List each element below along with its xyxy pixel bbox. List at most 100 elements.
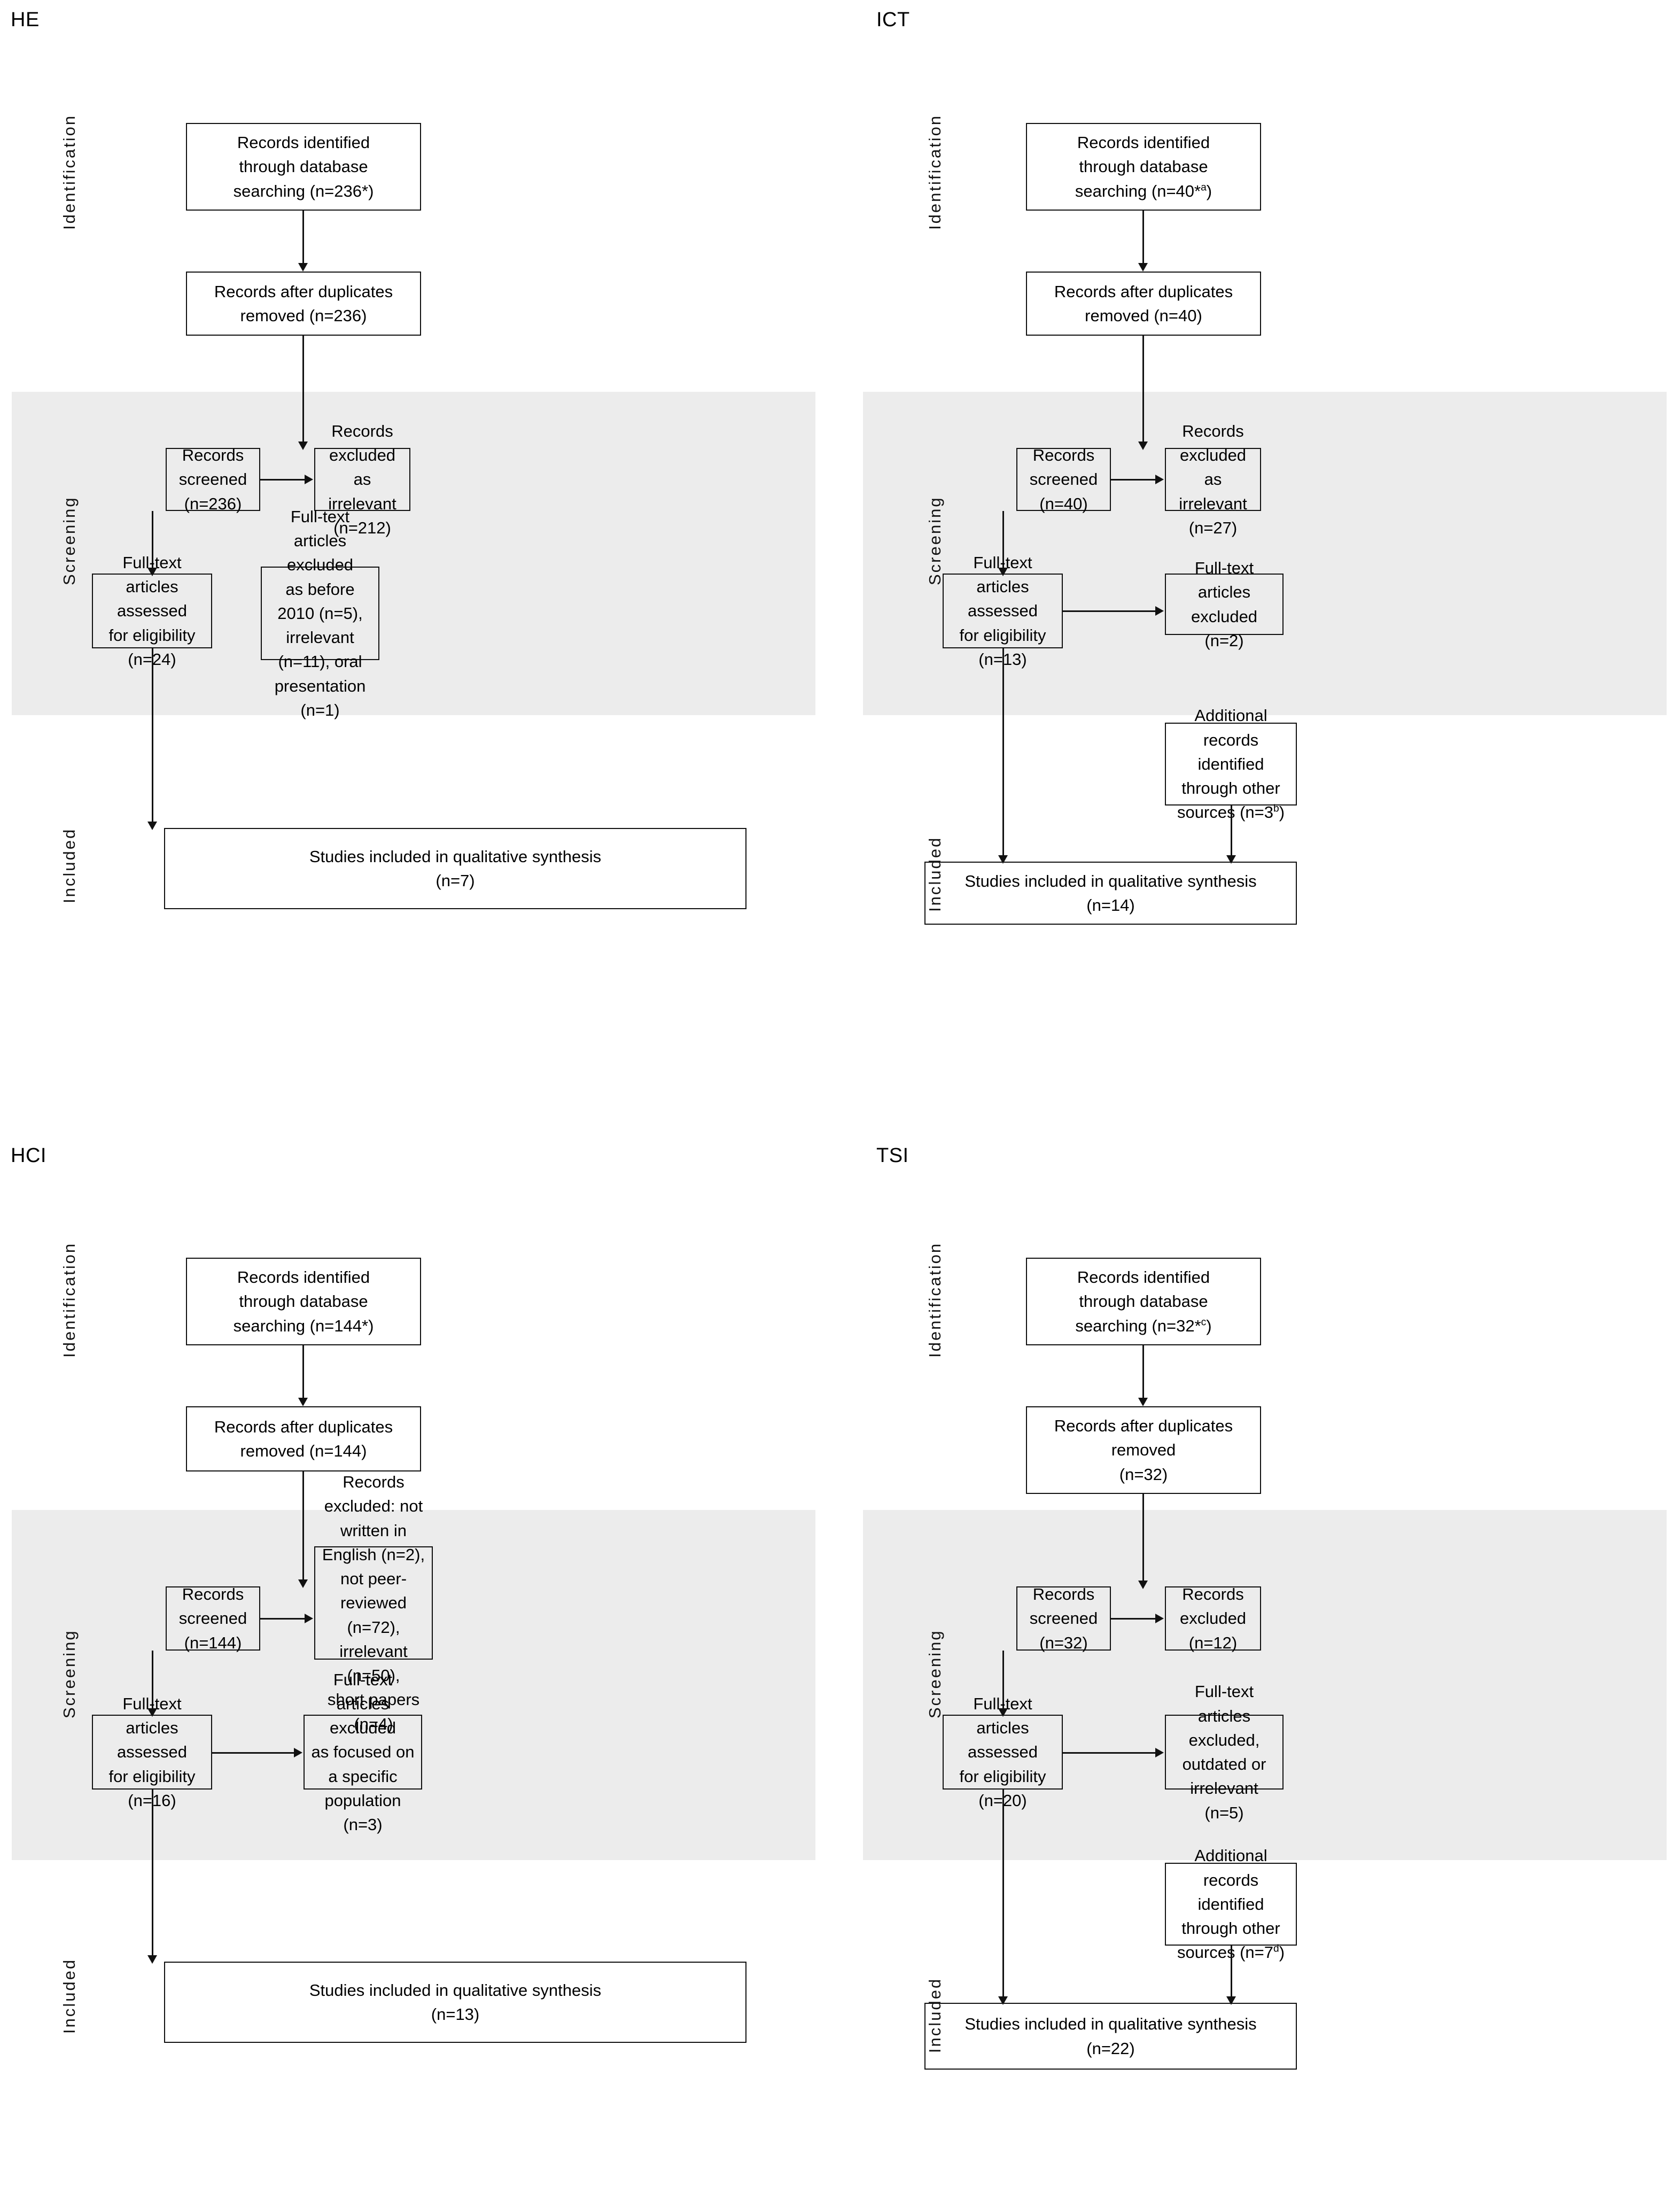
arrowhead-down-icon	[147, 822, 157, 830]
box-line: removed	[1111, 1440, 1176, 1460]
panel-he: HE Identification Screening Included Rec…	[0, 0, 840, 1056]
panel-title-he: HE	[11, 9, 40, 31]
box-line: (n=40)	[1039, 494, 1088, 513]
connector-identified-to-dedup-tsi	[1142, 1345, 1144, 1404]
box-line: Records screened	[1029, 1585, 1098, 1628]
box-line: Studies included in qualitative synthesi…	[309, 1980, 602, 2000]
box-line: (n=236)	[184, 494, 242, 513]
footnote-marker: d	[1273, 1943, 1279, 1955]
stage-label-screening-ict: Screening	[925, 496, 944, 585]
box-line: Full-text articles excluded	[1191, 559, 1258, 626]
box-line-with-sup: sources (n=3b)	[1177, 803, 1285, 822]
box-line-with-sup: sources (n=7d)	[1177, 1943, 1285, 1962]
box-line: (n=14)	[1086, 896, 1135, 915]
box-line: searching (n=144*)	[233, 1316, 374, 1335]
arrowhead-down-icon	[298, 263, 308, 272]
box-fulltext-assessed-he: Full-text articles assessed for eligibil…	[92, 553, 212, 669]
arrowhead-right-icon	[294, 1748, 302, 1757]
arrowhead-down-icon	[298, 1579, 308, 1588]
box-line: Records identified	[1077, 1268, 1210, 1287]
box-additional-records-tsi: Additional records identified through ot…	[1165, 1846, 1297, 1962]
box-line: Records excluded	[1179, 1585, 1247, 1628]
box-line: Full-text articles excluded	[286, 507, 354, 575]
arrowhead-right-icon	[305, 1614, 313, 1623]
box-line: Full-text articles excluded	[329, 1670, 396, 1738]
box-line: Records excluded as	[1179, 421, 1247, 489]
box-line: (n=12)	[1188, 1633, 1238, 1652]
box-line: Full-text articles assessed	[968, 1694, 1038, 1762]
arrowhead-right-icon	[1155, 606, 1164, 616]
arrowhead-down-icon	[147, 1955, 157, 1964]
connector-identified-to-dedup-hci	[302, 1345, 304, 1404]
connector-dedup-to-screened-ict	[1142, 336, 1144, 448]
stage-label-identification-ict: Identification	[925, 114, 944, 230]
box-fulltext-excluded-he: Full-text articles excluded as before 20…	[261, 507, 379, 719]
stage-label-screening-hci: Screening	[60, 1629, 79, 1718]
box-line: removed (n=144)	[240, 1442, 367, 1460]
panel-ict: ICT Identification Screening Included Re…	[840, 0, 1680, 1056]
box-line: Records after duplicates	[214, 1417, 393, 1436]
box-line: (n=13)	[431, 2005, 480, 2024]
box-line: Records after duplicates	[1054, 282, 1233, 301]
box-line: through database	[239, 157, 368, 176]
connector-dedup-to-screened-he	[302, 336, 304, 448]
box-line: removed (n=40)	[1085, 306, 1202, 325]
box-records-screened-ict: Records screened (n=40)	[1016, 446, 1111, 513]
connector-screened-to-excluded-he	[260, 479, 306, 481]
box-included-studies-hci: Studies included in qualitative synthesi…	[164, 1962, 746, 2043]
box-records-screened-hci: Records screened (n=144)	[166, 1585, 260, 1652]
box-records-after-duplicates-he: Records after duplicates removed (n=236)	[186, 272, 421, 336]
box-line: (n=22)	[1086, 2039, 1135, 2058]
stage-label-screening-tsi: Screening	[925, 1629, 944, 1718]
connector-fulltext-to-excluded-ict	[1063, 610, 1157, 612]
panel-title-hci: HCI	[11, 1144, 46, 1167]
box-additional-records-ict: Additional records identified through ot…	[1165, 706, 1297, 822]
box-line: (n=7)	[435, 871, 475, 890]
connector-fulltext-to-excluded-hci	[212, 1752, 295, 1754]
box-records-screened-he: Records screened (n=236)	[166, 446, 260, 513]
arrowhead-down-icon	[1138, 1581, 1148, 1589]
screening-band-he	[12, 392, 815, 715]
connector-screened-to-fulltext-ict	[1002, 511, 1004, 574]
connector-fulltext-to-included-ict	[1002, 648, 1004, 862]
connector-screened-to-excluded-ict	[1111, 479, 1157, 481]
box-line: identified through other	[1181, 754, 1280, 798]
box-records-excluded-tsi: Records excluded (n=12)	[1165, 1585, 1261, 1652]
box-fulltext-assessed-ict: Full-text articles assessed for eligibil…	[943, 553, 1063, 669]
box-line: Records identified	[237, 1268, 370, 1287]
box-records-identified-hci: Records identified through database sear…	[186, 1258, 421, 1345]
box-records-excluded-he: Records excluded as irrelevant (n=212)	[314, 422, 410, 537]
box-fulltext-excluded-ict: Full-text articles excluded (n=2)	[1165, 559, 1284, 650]
box-line: (n=32)	[1119, 1465, 1168, 1484]
connector-screened-to-excluded-hci	[260, 1618, 306, 1620]
arrowhead-down-icon	[1138, 1398, 1148, 1406]
footnote-marker: c	[1201, 1316, 1207, 1328]
connector-fulltext-to-included-hci	[152, 1790, 153, 1962]
box-records-screened-tsi: Records screened (n=32)	[1016, 1585, 1111, 1652]
box-line: Records identified	[1077, 133, 1210, 152]
box-line: (n=32)	[1039, 1633, 1088, 1652]
screening-band-hci	[12, 1510, 815, 1860]
box-line: for eligibility	[959, 625, 1046, 645]
connector-screened-to-fulltext-hci	[152, 1651, 153, 1715]
box-line: through database	[239, 1292, 368, 1311]
box-line: Records after duplicates	[214, 282, 393, 301]
box-line: Studies included in qualitative synthesi…	[965, 2015, 1257, 2034]
box-line: Full-text articles	[1194, 1682, 1254, 1725]
box-fulltext-excluded-hci: Full-text articles excluded as focused o…	[304, 1670, 422, 1834]
box-line: irrelevant (n=5)	[1190, 1779, 1258, 1822]
connector-additional-to-included-tsi	[1231, 1946, 1232, 2003]
connector-screened-to-fulltext-tsi	[1002, 1651, 1004, 1715]
box-line-with-sup: searching (n=32*c)	[1075, 1316, 1212, 1335]
box-line: for eligibility	[959, 1767, 1046, 1786]
arrowhead-right-icon	[1155, 475, 1164, 484]
arrowhead-right-icon	[1155, 1748, 1164, 1757]
box-line: Full-text articles assessed	[117, 1694, 187, 1762]
box-line: irrelevant (n=27)	[1179, 494, 1247, 537]
box-fulltext-assessed-tsi: Full-text articles assessed for eligibil…	[943, 1694, 1063, 1810]
connector-screened-to-excluded-tsi	[1111, 1618, 1157, 1620]
connector-fulltext-to-excluded-tsi	[1063, 1752, 1157, 1754]
screening-band-tsi	[863, 1510, 1667, 1860]
box-fulltext-assessed-hci: Full-text articles assessed for eligibil…	[92, 1694, 212, 1810]
stage-label-included-hci: Included	[60, 1958, 79, 2034]
